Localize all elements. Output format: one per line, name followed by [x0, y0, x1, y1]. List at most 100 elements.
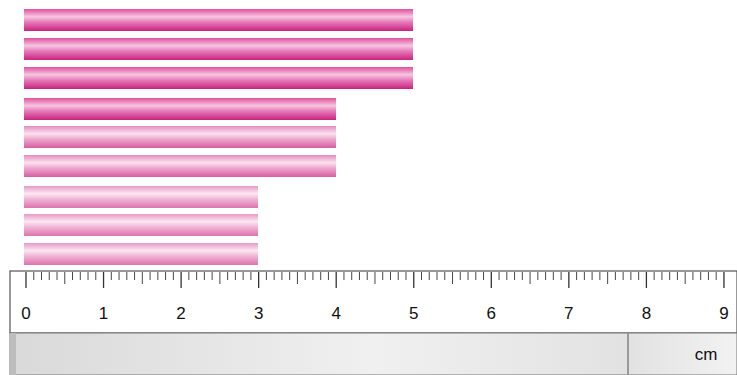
tick-mark	[584, 272, 585, 280]
tick-mark	[646, 272, 647, 288]
tick-mark	[638, 272, 639, 280]
tick-mark	[305, 272, 306, 280]
scale-number: 4	[331, 305, 340, 322]
tick-mark	[537, 272, 538, 280]
scale-number: 3	[254, 305, 263, 322]
tick-mark	[483, 272, 484, 280]
tick-mark	[95, 272, 96, 280]
tick-mark	[297, 272, 298, 284]
tick-mark	[723, 272, 724, 288]
tick-mark	[437, 272, 438, 280]
tick-mark	[320, 272, 321, 280]
scale-number: 2	[176, 305, 185, 322]
tick-mark	[281, 272, 282, 280]
tick-mark	[243, 272, 244, 280]
tick-mark	[173, 272, 174, 280]
ruler-edge	[10, 333, 16, 375]
tick-mark	[630, 272, 631, 280]
tick-mark	[374, 272, 375, 284]
bar	[24, 9, 413, 31]
tick-mark	[33, 272, 34, 280]
tick-mark	[700, 272, 701, 280]
tick-mark	[421, 272, 422, 280]
bar	[24, 155, 336, 177]
tick-mark	[212, 272, 213, 280]
tick-mark	[506, 272, 507, 280]
tick-mark	[452, 272, 453, 284]
tick-mark	[80, 272, 81, 280]
tick-mark	[514, 272, 515, 280]
bar	[24, 98, 336, 120]
tick-mark	[615, 272, 616, 280]
tick-mark	[204, 272, 205, 280]
ruler-band	[10, 333, 737, 375]
ruler-seam	[627, 333, 629, 375]
tick-mark	[669, 272, 670, 280]
tick-mark	[460, 272, 461, 280]
tick-mark	[41, 272, 42, 280]
tick-mark	[444, 272, 445, 280]
tick-mark	[522, 272, 523, 280]
tick-mark	[134, 272, 135, 280]
tick-mark	[491, 272, 492, 288]
bar	[24, 243, 258, 265]
ruler-ticks	[26, 272, 724, 288]
tick-mark	[499, 272, 500, 280]
scale-number: 1	[99, 305, 108, 322]
tick-mark	[390, 272, 391, 280]
tick-mark	[692, 272, 693, 280]
tick-mark	[661, 272, 662, 280]
tick-mark	[328, 272, 329, 280]
ruler	[10, 271, 737, 375]
tick-mark	[266, 272, 267, 280]
bar	[24, 67, 413, 89]
scale-number: 8	[642, 305, 651, 322]
tick-mark	[165, 272, 166, 280]
unit-label: cm	[695, 346, 718, 363]
bar	[24, 214, 258, 236]
tick-mark	[367, 272, 368, 280]
tick-mark	[180, 272, 181, 288]
tick-mark	[312, 272, 313, 280]
tick-mark	[103, 272, 104, 288]
tick-mark	[111, 272, 112, 280]
scale-number: 5	[409, 305, 418, 322]
bar	[24, 38, 413, 60]
tick-mark	[188, 272, 189, 280]
tick-mark	[429, 272, 430, 280]
pink-bars	[24, 9, 413, 265]
tick-mark	[64, 272, 65, 284]
tick-mark	[475, 272, 476, 280]
tick-mark	[468, 272, 469, 280]
tick-mark	[343, 272, 344, 280]
tick-mark	[227, 272, 228, 280]
tick-mark	[57, 272, 58, 280]
tick-mark	[716, 272, 717, 280]
tick-mark	[235, 272, 236, 280]
tick-mark	[72, 272, 73, 280]
tick-mark	[258, 272, 259, 288]
scale-number: 9	[719, 305, 728, 322]
tick-mark	[25, 272, 26, 288]
scale-number: 0	[21, 305, 30, 322]
bar	[24, 186, 258, 208]
tick-mark	[413, 272, 414, 288]
tick-mark	[623, 272, 624, 280]
tick-mark	[250, 272, 251, 280]
tick-mark	[219, 272, 220, 284]
scale-number: 6	[487, 305, 496, 322]
bar	[24, 126, 336, 148]
tick-mark	[545, 272, 546, 280]
tick-mark	[359, 272, 360, 280]
tick-mark	[599, 272, 600, 280]
tick-mark	[398, 272, 399, 280]
tick-mark	[382, 272, 383, 280]
tick-mark	[568, 272, 569, 288]
tick-mark	[708, 272, 709, 280]
tick-mark	[553, 272, 554, 280]
tick-mark	[405, 272, 406, 280]
tick-mark	[196, 272, 197, 280]
tick-mark	[561, 272, 562, 280]
tick-mark	[274, 272, 275, 280]
